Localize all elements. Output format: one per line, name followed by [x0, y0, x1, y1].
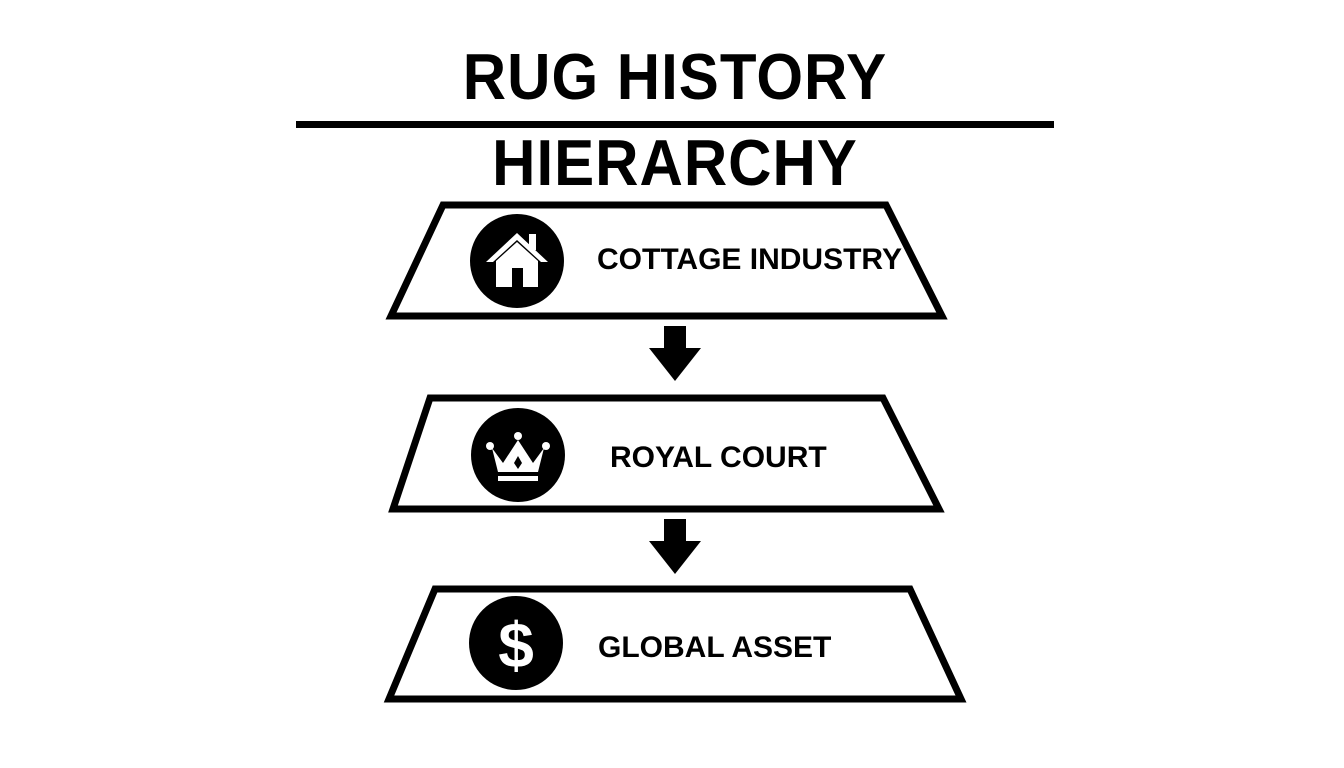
level-label: ROYAL COURT — [610, 441, 827, 474]
level-global-asset: $ GLOBAL ASSET — [383, 585, 967, 703]
down-arrow — [649, 519, 701, 574]
house-icon — [470, 214, 564, 308]
level-cottage-industry: COTTAGE INDUSTRY — [385, 201, 948, 320]
level-label: GLOBAL ASSET — [598, 631, 831, 664]
level-royal-court: ROYAL COURT — [388, 394, 945, 513]
title-underline — [296, 121, 1054, 128]
diagram-title: RUG HISTORY HIERARCHY — [462, 40, 888, 200]
down-arrow — [649, 326, 701, 381]
svg-text:$: $ — [498, 609, 534, 681]
dollar-icon: $ — [469, 596, 563, 690]
level-label: COTTAGE INDUSTRY — [597, 243, 902, 276]
crown-icon — [471, 408, 565, 502]
